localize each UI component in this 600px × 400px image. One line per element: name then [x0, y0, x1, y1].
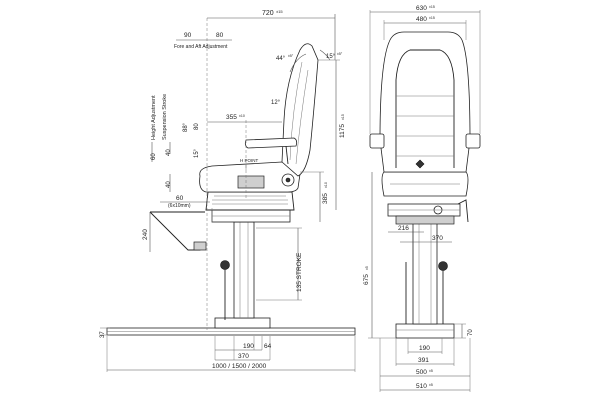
dim-column-190: 190	[243, 343, 254, 350]
side-suspension	[205, 191, 295, 211]
dim-height-total-tol: ±15	[341, 114, 345, 120]
dim-overall-length-tol: ±15	[276, 9, 283, 14]
front-column	[412, 221, 438, 325]
dim-adjust-steps: (6x10mm)	[168, 203, 191, 209]
dim-column-height: 675	[363, 274, 370, 285]
dim-cushion-depth: 355	[226, 114, 237, 121]
dim-overall-length: 720	[262, 10, 274, 17]
dim-tilt-angle: 15°	[194, 148, 200, 158]
dim-seat-height-tol: ±10	[324, 182, 328, 188]
front-armrest-right	[465, 133, 481, 149]
dim-cushion-angle: 12°	[271, 100, 281, 106]
front-backrest	[379, 31, 471, 173]
side-column	[233, 221, 255, 319]
dim-backrest-angle: 44°	[276, 56, 286, 62]
dim-column-370: 370	[238, 353, 249, 360]
dim-width-500: 500	[416, 369, 427, 376]
dim-height-adj: 60	[151, 153, 157, 160]
dim-upper-40: 40	[166, 181, 172, 188]
dim-column-64: 64	[264, 343, 272, 350]
dim-overall-width-tol: ±15	[429, 5, 435, 9]
front-base-plate	[395, 323, 455, 339]
front-armrest-left	[369, 133, 385, 149]
side-column-base	[214, 317, 271, 329]
dim-recline-angle: 88°	[183, 122, 189, 132]
dim-headrest-angle-tol: ±5°	[337, 52, 343, 56]
suspension-caption: Suspension Stroke	[162, 94, 168, 140]
fore-aft-caption: Fore and Aft Adjustment	[174, 44, 228, 50]
front-view: 630 ±15 480 ±15 216 370 675 ±5 70 190 39…	[363, 5, 481, 392]
dim-width-500-tol: ±5	[429, 369, 433, 373]
dim-tilt-value: 80	[194, 123, 200, 130]
side-view: 720 ±15 90 80 Fore and Aft Adjustment 44…	[100, 9, 356, 372]
dim-plate-391: 391	[418, 357, 429, 364]
dim-plate-190: 190	[419, 345, 430, 352]
dim-height-total: 1175	[339, 124, 346, 138]
dim-seat-width-tol: ±15	[429, 16, 435, 20]
dim-base-370: 370	[432, 235, 443, 242]
dim-footrest-height: 240	[142, 229, 149, 240]
height-adjust-caption: Height Adjustment	[151, 95, 157, 140]
dim-backrest-angle-tol: ±5°	[288, 54, 294, 58]
dim-base-height: 70	[468, 329, 474, 336]
dim-base-216: 216	[398, 225, 409, 232]
h-point-label: H POINT	[240, 158, 259, 163]
dim-headrest-angle: 15°	[326, 54, 336, 60]
dim-fore-aft-right: 80	[216, 32, 224, 39]
dim-width-510-tol: ±5	[429, 383, 433, 387]
dim-width-510: 510	[416, 383, 427, 390]
dim-cushion-depth-tol: ±10	[239, 114, 245, 118]
front-emblem-icon	[415, 159, 425, 169]
dim-rail-lengths: 1000 / 1500 / 2000	[212, 363, 267, 370]
dim-overall-width: 630	[416, 5, 427, 12]
dim-plate-thickness: 37	[100, 331, 106, 338]
dim-seat-width: 480	[416, 16, 427, 23]
front-lever-knob	[438, 261, 448, 271]
dim-lower-60: 60	[176, 195, 184, 202]
stroke-caption: 135 STROKE	[296, 252, 303, 292]
dim-height-adj-sub: 40	[166, 149, 172, 156]
dim-column-height-tol: ±5	[365, 266, 369, 270]
dim-seat-height: 385	[322, 193, 329, 204]
dim-fore-aft-left: 90	[184, 32, 192, 39]
side-lever-knob	[220, 260, 230, 270]
side-armrest	[244, 137, 298, 149]
